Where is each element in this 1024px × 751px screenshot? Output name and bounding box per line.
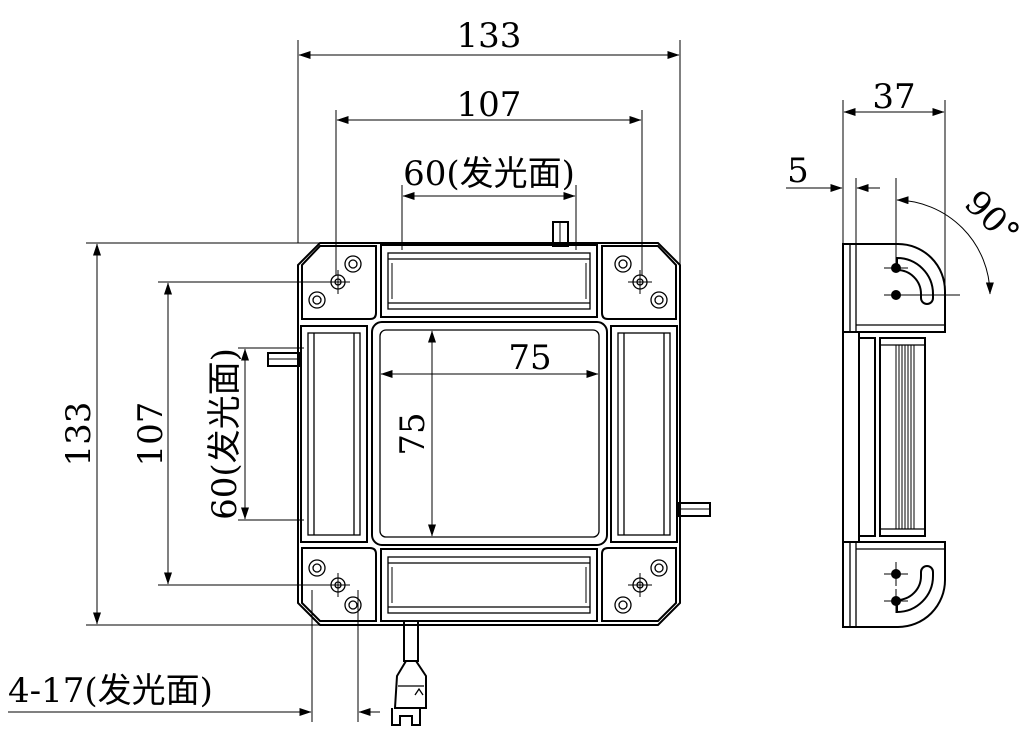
overall-width-label: 133 (457, 16, 522, 56)
dim-side-depth: 37 (842, 77, 946, 291)
side-depth-label: 37 (872, 77, 915, 117)
aperture-width-label: 75 (508, 338, 551, 378)
light-bar-left (300, 325, 368, 543)
side-block-bottom (842, 541, 946, 628)
dim-aperture-height: 75 (393, 330, 436, 537)
cable-stub-right (677, 502, 711, 517)
dim-mount-height: 107 (131, 281, 338, 586)
front-view: 133 107 60(发光面) 75 75 (8, 16, 711, 726)
dim-emitting-count: 4-17(发光面) (8, 590, 380, 722)
dim-overall-height: 133 (59, 242, 320, 626)
side-body (842, 331, 926, 543)
aperture-height-label: 75 (393, 412, 433, 455)
emitting-height-label: 60(发光面) (205, 348, 245, 520)
dim-emitting-height: 60(发光面) (205, 347, 304, 521)
side-block-top (842, 243, 960, 333)
cable-stub-left (267, 352, 301, 367)
mount-width-label: 107 (457, 85, 522, 125)
side-angle-label: 90° (956, 183, 1024, 254)
side-offset-label: 5 (787, 151, 809, 191)
mount-height-label: 107 (131, 402, 171, 467)
side-led-strip (895, 345, 915, 529)
side-view: 37 5 90° (786, 77, 1024, 628)
cable-connector (391, 620, 427, 726)
corner-block-tr (601, 245, 677, 320)
dim-aperture-width: 75 (380, 338, 599, 378)
cable-stub-top (552, 221, 569, 247)
overall-height-label: 133 (59, 402, 99, 467)
outer-frame (297, 242, 681, 626)
dim-side-offset: 5 (786, 151, 897, 268)
light-bar-top (380, 244, 598, 318)
dim-emitting-width: 60(发光面) (401, 154, 577, 250)
dim-overall-width: 133 (297, 16, 681, 265)
corner-block-bl (301, 547, 377, 622)
dim-mount-width: 107 (335, 85, 643, 275)
corner-block-br (601, 547, 677, 622)
corner-block-tl (301, 245, 377, 320)
light-bar-right (610, 325, 678, 543)
central-aperture (371, 321, 608, 546)
emitting-width-label: 60(发光面) (403, 154, 575, 194)
emitting-count-label: 4-17(发光面) (8, 671, 213, 711)
light-bar-bottom (380, 548, 598, 622)
